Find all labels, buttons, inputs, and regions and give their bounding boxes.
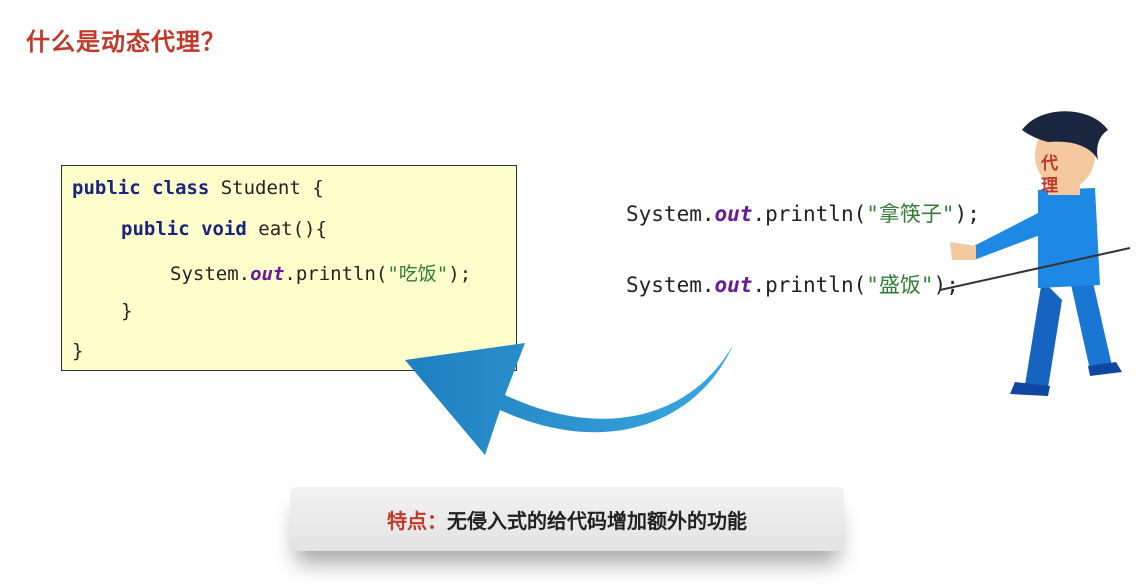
feature-label: 特点： <box>387 508 447 533</box>
feature-banner: 特点： 无侵入式的给代码增加额外的功能 <box>290 487 844 551</box>
code-line-5: } <box>72 340 84 362</box>
feature-text: 无侵入式的给代码增加额外的功能 <box>447 508 747 533</box>
page-title: 什么是动态代理？ <box>26 28 226 56</box>
proxy-code-line-1: System.out.println("拿筷子"); <box>626 202 980 226</box>
person-label: 代 理 <box>1041 154 1058 196</box>
proxy-code-line-2: System.out.println("盛饭"); <box>626 273 959 297</box>
student-code-box: public class Student { public void eat()… <box>61 165 517 371</box>
code-line-1: public class Student { <box>72 177 324 199</box>
code-line-2: public void eat(){ <box>121 218 327 240</box>
proxy-person-illustration <box>939 111 1131 396</box>
code-line-4: } <box>121 300 133 322</box>
code-line-3: System.out.println("吃饭"); <box>170 263 472 285</box>
